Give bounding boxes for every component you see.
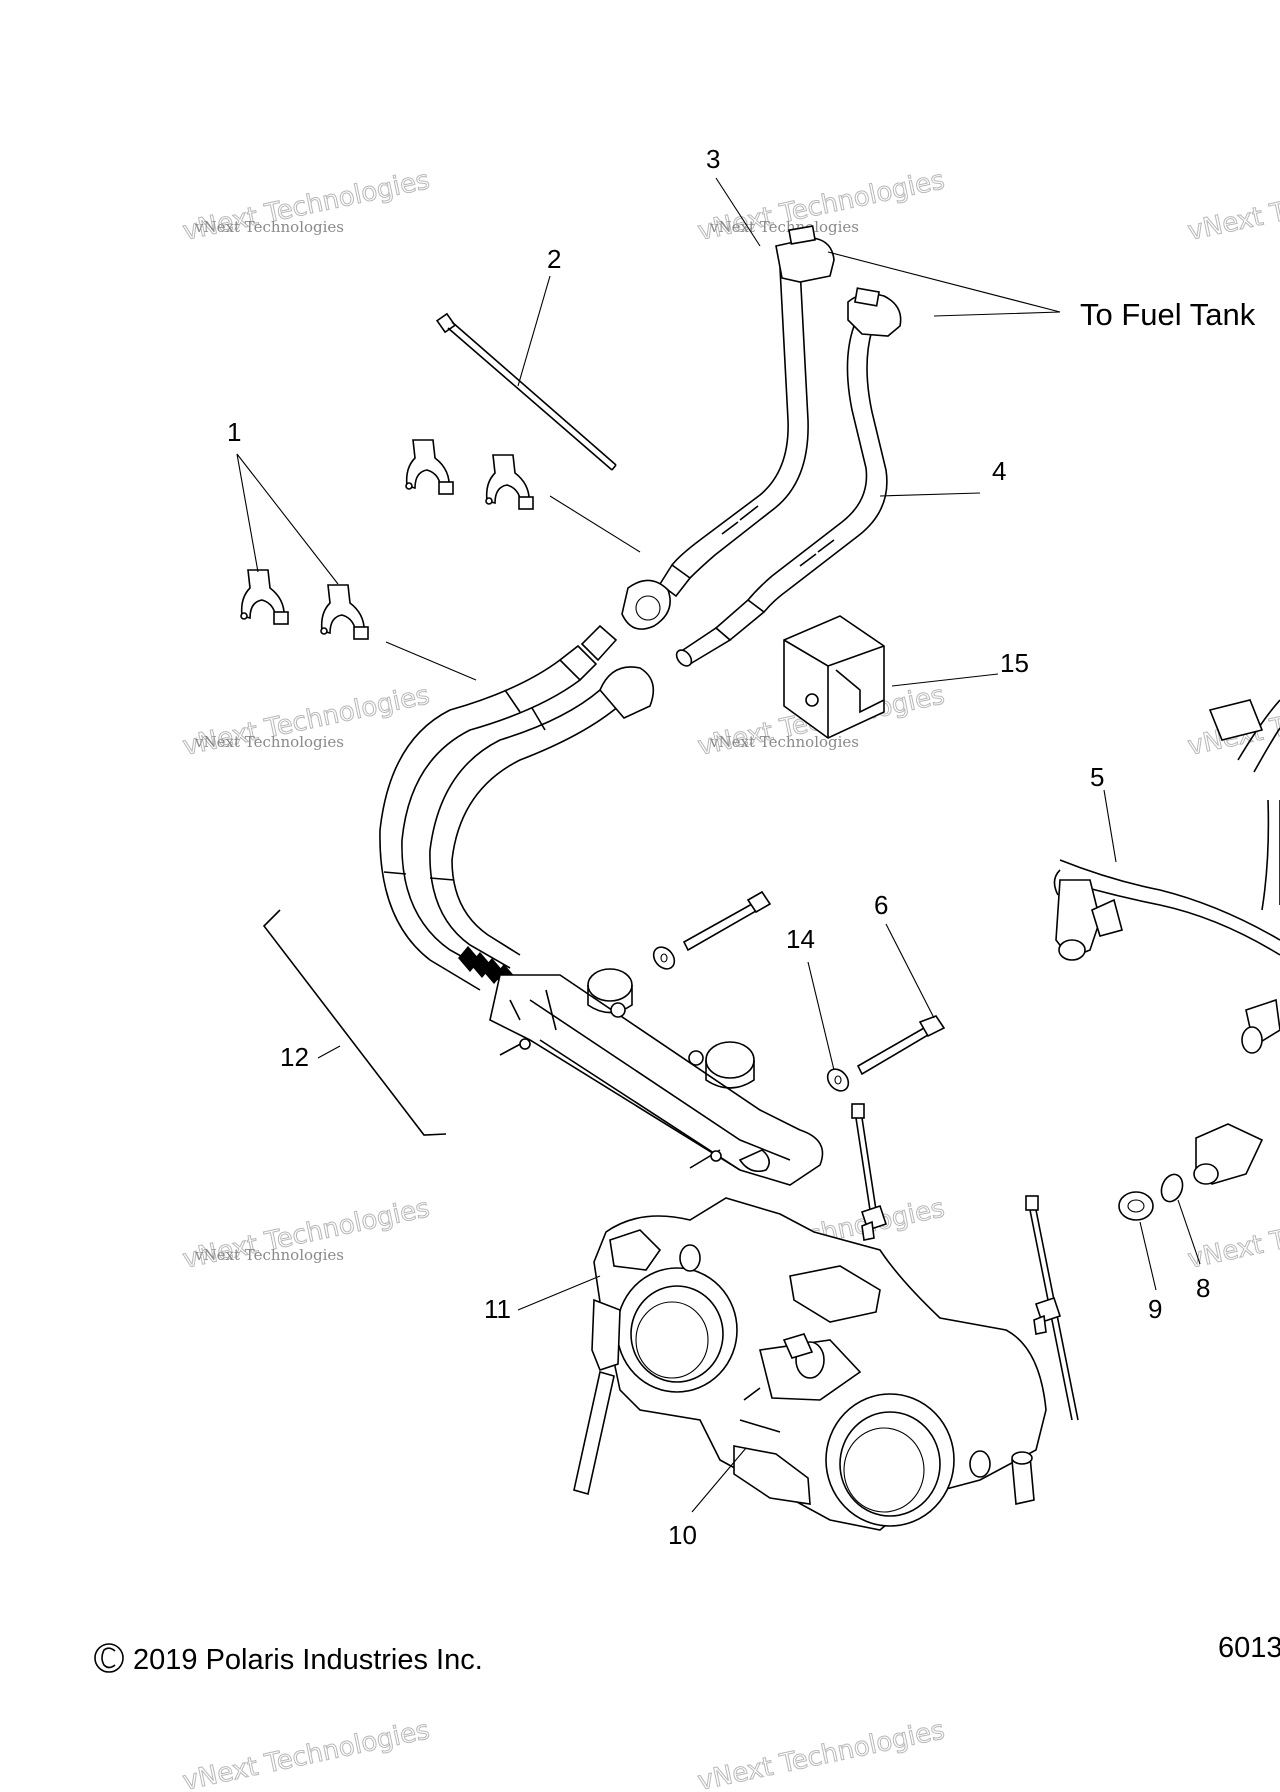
callout-1: 1 bbox=[227, 417, 241, 447]
part-fuel-rail-assembly bbox=[262, 624, 824, 1186]
copyright-icon bbox=[94, 1643, 124, 1673]
callout-8: 8 bbox=[1196, 1273, 1210, 1303]
watermark-text: vNext Technologies bbox=[194, 733, 344, 751]
part-hose-clips bbox=[240, 439, 534, 640]
callout-3: 3 bbox=[706, 144, 720, 174]
watermark-outline: vNext Technologies bbox=[695, 1715, 947, 1792]
watermark-outline: vNext Technologies bbox=[1185, 165, 1280, 247]
copyright-text: 2019 Polaris Industries Inc. bbox=[133, 1644, 483, 1676]
part-injectors bbox=[1053, 699, 1280, 1185]
watermark: vNext Technologies bbox=[180, 1715, 433, 1792]
callout-15: 15 bbox=[1000, 648, 1029, 678]
watermark-text: vNext Technologies bbox=[194, 218, 344, 236]
callout-12: 12 bbox=[280, 1042, 309, 1072]
callouts: 1 2 3 4 5 6 8 9 10 11 12 14 15 To Fuel T… bbox=[227, 144, 1256, 1550]
watermark: vNext Technologies vNext Technologies bbox=[180, 680, 433, 763]
part-bolts bbox=[652, 890, 946, 1092]
callout-4: 4 bbox=[992, 456, 1006, 486]
callout-2: 2 bbox=[547, 244, 561, 274]
callout-10: 10 bbox=[668, 1520, 697, 1550]
leader-lines bbox=[236, 177, 1201, 1513]
callout-9: 9 bbox=[1148, 1294, 1162, 1324]
watermark: vNext Technologies vNext Technologies bbox=[180, 165, 433, 248]
part-fuel-lines-upper bbox=[621, 225, 902, 667]
part-foam-block bbox=[783, 615, 885, 739]
part-throttle-body bbox=[573, 1103, 1079, 1531]
fuel-tank-note: To Fuel Tank bbox=[1080, 297, 1256, 332]
footer: 2019 Polaris Industries Inc. 6013 bbox=[94, 1632, 1280, 1676]
watermark: vNext Technologies bbox=[1185, 165, 1280, 248]
watermark-text: vNext Technologies bbox=[194, 1246, 344, 1264]
callout-14: 14 bbox=[786, 924, 815, 954]
watermarks: vNext Technologies vNext Technologies vN… bbox=[180, 165, 1280, 1792]
part-cable-tie bbox=[435, 312, 617, 471]
watermark: vNext Technologies bbox=[695, 1715, 948, 1792]
watermark-text: vNext Technologies bbox=[709, 218, 859, 236]
watermark-text: vNext Technologies bbox=[709, 733, 859, 751]
watermark-outline: vNext Technologies bbox=[180, 1715, 432, 1792]
callout-6: 6 bbox=[874, 890, 888, 920]
drawing-number: 6013 bbox=[1218, 1632, 1280, 1664]
watermark: vNext Technologies vNext Technologies bbox=[180, 1193, 433, 1276]
callout-11: 11 bbox=[484, 1294, 511, 1324]
part-seals bbox=[1118, 1173, 1184, 1221]
callout-5: 5 bbox=[1090, 762, 1104, 792]
